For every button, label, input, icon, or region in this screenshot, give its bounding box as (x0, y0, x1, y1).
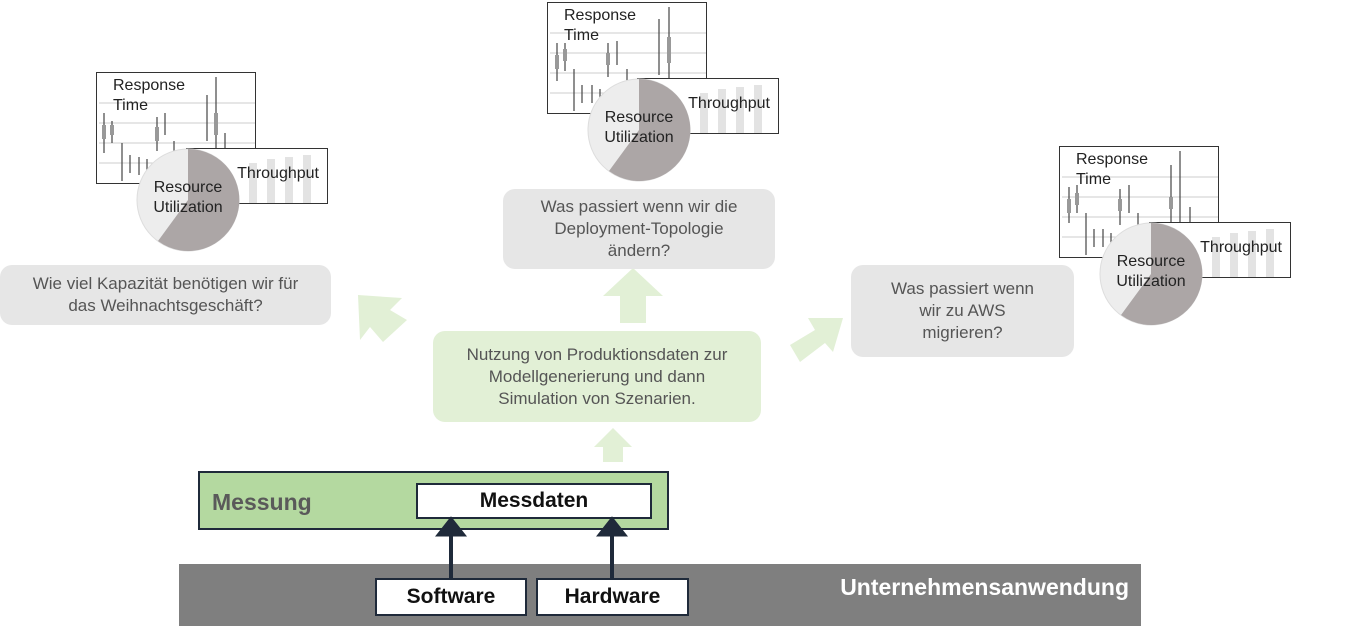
box-plots (550, 7, 706, 111)
pie-chart (1099, 222, 1203, 326)
throughput-bars (1212, 229, 1274, 277)
hardware-box: Hardware (536, 578, 689, 616)
simulation-description: Nutzung von Produktionsdaten zur Modellg… (433, 331, 761, 422)
arrow-up-small (594, 428, 632, 462)
metrics-cluster-right: Response Time Throughput Resource Utiliz… (1059, 146, 1291, 328)
measurement-layer: Messung Messdaten (198, 471, 669, 530)
throughput-label: Throughput (1200, 239, 1282, 256)
metrics-cluster-left: Response Time Throughput Resource Utiliz… (96, 72, 328, 254)
pie-chart (136, 148, 240, 252)
software-box: Software (375, 578, 527, 616)
arrow-up-right (790, 318, 843, 362)
throughput-bars (249, 155, 311, 203)
question-middle: Was passiert wenn wir die Deployment-Top… (503, 189, 775, 269)
throughput-label: Throughput (237, 165, 319, 182)
resource-utilization-label: Resource Utilization (153, 179, 223, 216)
metrics-cluster-middle: Response Time Throughput Resource Utiliz… (547, 2, 779, 184)
resource-utilization-label: Resource Utilization (1116, 253, 1186, 290)
throughput-bars (700, 85, 762, 133)
measurement-label: Messung (212, 489, 312, 515)
response-time-label: Response Time (1076, 151, 1149, 188)
response-time-label: Response Time (564, 7, 637, 44)
application-label: Unternehmensanwendung (840, 574, 1129, 600)
resource-utilization-label: Resource Utilization (604, 109, 674, 146)
resource-utilization-pie: Resource Utilization (136, 148, 240, 252)
question-left: Wie viel Kapazität benötigen wir für das… (0, 265, 331, 325)
throughput-label: Throughput (688, 95, 770, 112)
measurement-data-box: Messdaten (416, 483, 652, 519)
arrow-up-left (358, 295, 407, 342)
question-right: Was passiert wenn wir zu AWS migrieren? (851, 265, 1074, 357)
pie-chart (587, 78, 691, 182)
response-time-label: Response Time (113, 77, 186, 114)
resource-utilization-pie: Resource Utilization (587, 78, 691, 182)
arrow-up-large (603, 268, 663, 323)
resource-utilization-pie: Resource Utilization (1099, 222, 1203, 326)
